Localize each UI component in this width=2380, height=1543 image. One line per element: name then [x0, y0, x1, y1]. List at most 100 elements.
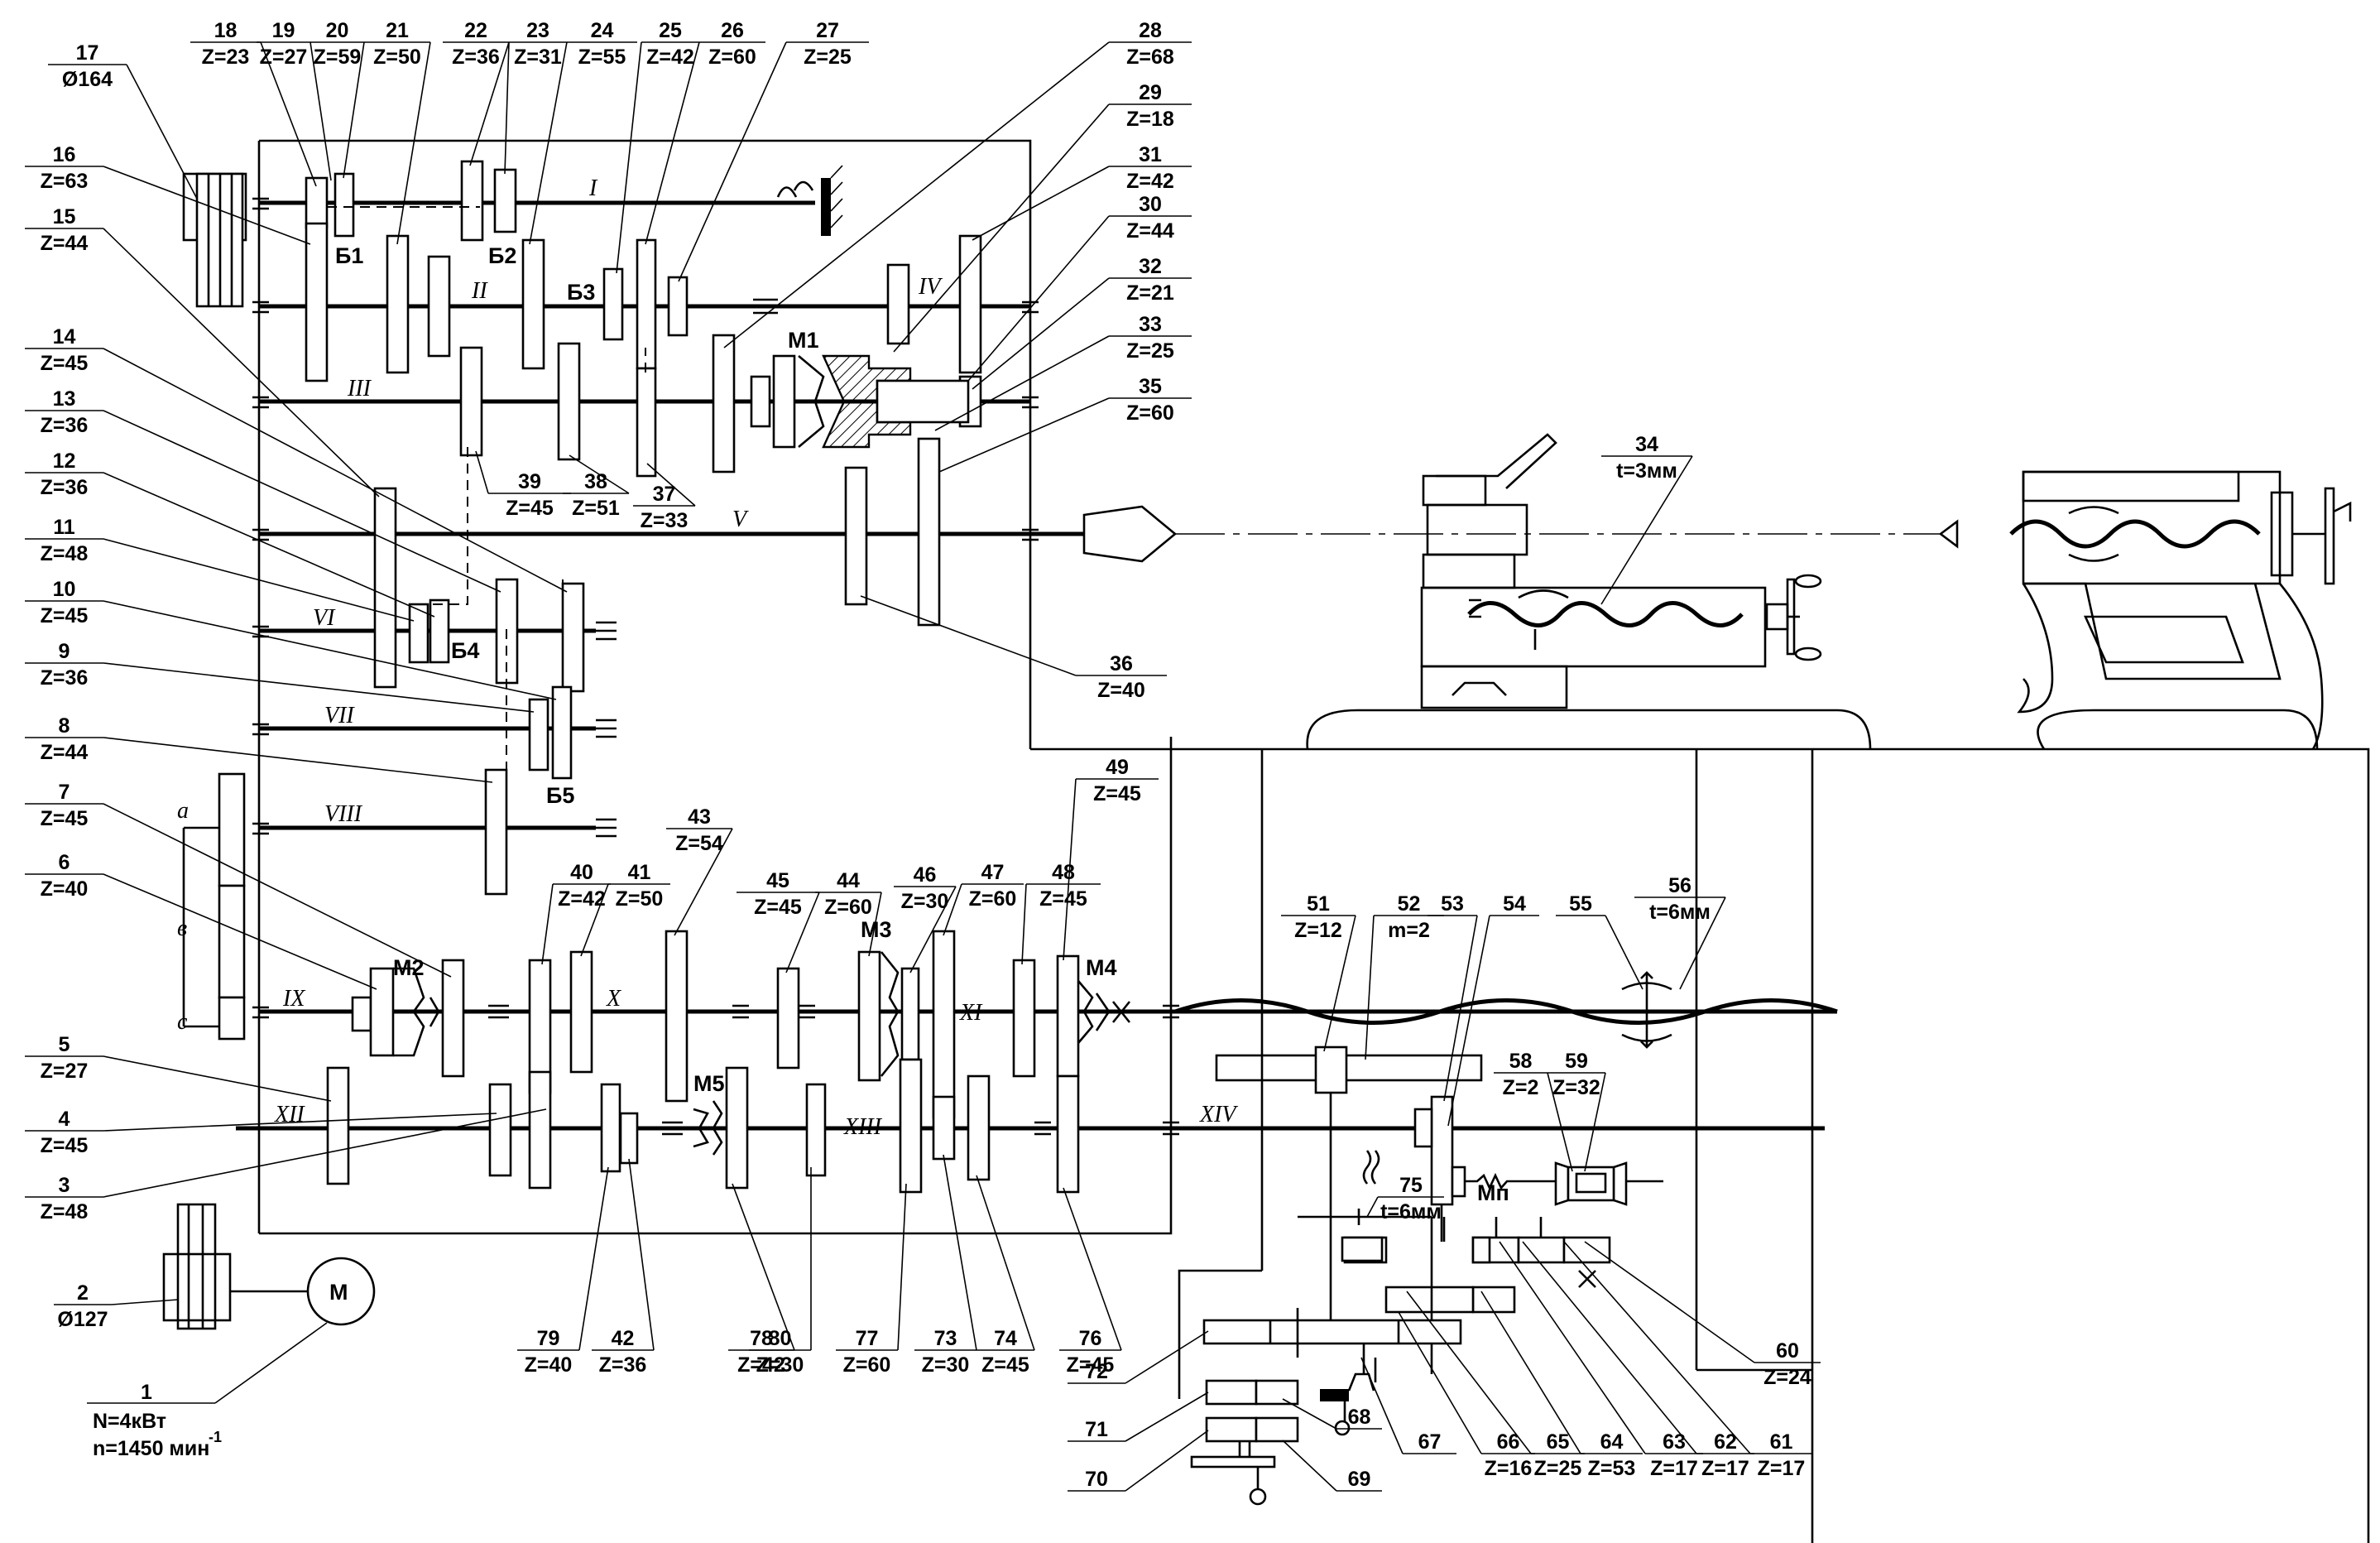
block-labels: Б1 Б2 Б3 Б4 Б5: [335, 243, 595, 808]
callout-value: Z=68: [1126, 46, 1174, 69]
gear-9: [528, 698, 549, 772]
shaft-label-v: V: [732, 507, 749, 532]
gear-4: [488, 1083, 512, 1177]
callout-number: 3: [59, 1174, 70, 1197]
callout-value: Z=42: [558, 887, 606, 911]
gear-76: [1056, 1074, 1080, 1194]
callout-number: 41: [628, 861, 651, 884]
callout-number: 52: [1398, 892, 1421, 916]
callout-number: 49: [1106, 756, 1129, 779]
callout-number: 59: [1565, 1050, 1588, 1073]
callout-80: 80Z=30: [749, 1167, 812, 1377]
callout-35: 35Z=60: [938, 375, 1192, 473]
pulley-2: [162, 1252, 232, 1322]
callout-value: Z=36: [452, 46, 500, 69]
motor-symbol: М: [329, 1280, 348, 1305]
callout-number: 62: [1714, 1430, 1737, 1454]
callout-59: 59Z=32: [1547, 1050, 1606, 1172]
shaft-label-xiv: XIV: [1199, 1102, 1238, 1127]
callout-70: 70: [1068, 1430, 1209, 1492]
callout-value: Z=42: [737, 1353, 785, 1377]
callout-value: Z=25: [1534, 1457, 1582, 1480]
gear-m4: [1056, 954, 1080, 1078]
callout-number: 8: [59, 714, 70, 738]
callout-value: Z=30: [756, 1353, 804, 1377]
callout-14: 14Z=45: [25, 325, 568, 593]
callout-20: 20Z=59: [310, 19, 365, 179]
motor-label: 1 N=4кВт n=1450 мин -1: [87, 1322, 328, 1460]
callout-value: Z=60: [969, 887, 1017, 911]
gear-3: [528, 1070, 552, 1190]
callout-value: Z=24: [1763, 1366, 1811, 1389]
gear-77: [899, 1058, 923, 1194]
gear-b3a: [602, 267, 624, 341]
callout-number: 6: [59, 851, 70, 874]
callout-number: 46: [914, 863, 937, 887]
callout-61: 61Z=17: [1563, 1241, 1812, 1480]
callout-number: 53: [1441, 892, 1464, 916]
callout-number: 26: [721, 19, 744, 42]
guitar-labels: a в с: [177, 798, 189, 1035]
callout-73: 73Z=30: [914, 1154, 977, 1377]
callout-value: Z=63: [41, 170, 89, 193]
gear-78: [725, 1066, 749, 1190]
callout-number: 25: [659, 19, 682, 42]
callout-value: Z=27: [260, 46, 308, 69]
callout-number: 67: [1418, 1430, 1442, 1454]
callout-number: 45: [766, 869, 789, 892]
callout-18: 18Z=23: [190, 19, 317, 187]
callout-number: 17: [76, 41, 99, 65]
motor-power: N=4кВт: [93, 1410, 166, 1433]
motor-speed: n=1450 мин: [93, 1437, 209, 1460]
callout-3: 3Z=48: [25, 1108, 547, 1223]
gear-8: [484, 768, 508, 896]
callout-value: Z=44: [41, 741, 89, 764]
gear-37: [636, 367, 657, 478]
callout-72: 72: [1068, 1330, 1209, 1384]
callout-value: Z=50: [373, 46, 421, 69]
callout-8: 8Z=44: [25, 714, 493, 783]
gear-71: [1205, 1379, 1258, 1406]
gear-46: [900, 967, 920, 1061]
callout-number: 55: [1569, 892, 1592, 916]
callout-11: 11Z=48: [25, 516, 415, 622]
callout-value: Z=48: [41, 1200, 89, 1223]
callout-74: 74Z=45: [976, 1175, 1035, 1377]
callout-32: 32Z=21: [972, 255, 1192, 390]
callout-56: 56t=6мм: [1634, 874, 1726, 990]
callout-68: 68: [1282, 1398, 1382, 1430]
guitar-label-c: с: [177, 1009, 188, 1035]
callout-67: 67: [1360, 1357, 1456, 1454]
callout-value: Z=42: [646, 46, 694, 69]
block-label-b5: Б5: [546, 783, 574, 808]
callout-45: 45Z=45: [737, 869, 820, 973]
callout-9: 9Z=36: [25, 640, 535, 713]
callout-value: Z=44: [41, 232, 89, 255]
callout-42: 42Z=36: [592, 1158, 655, 1377]
callout-value: Z=40: [525, 1353, 573, 1377]
shaft-label-ix: IX: [282, 986, 305, 1012]
callout-number: 20: [326, 19, 349, 42]
callout-number: 27: [816, 19, 839, 42]
callout-value: t=6мм: [1380, 1200, 1442, 1223]
callout-75: 75t=6мм: [1366, 1174, 1444, 1223]
callout-value: Z=31: [514, 46, 562, 69]
callout-number: 58: [1509, 1050, 1533, 1073]
callout-number: 31: [1139, 143, 1162, 166]
shaft-label-vii: VII: [324, 703, 355, 728]
gear-23: [493, 168, 517, 233]
gear-42: [619, 1112, 639, 1165]
gear-44: [857, 950, 881, 1082]
callout-value: Z=17: [1650, 1457, 1698, 1480]
callout-number: 66: [1497, 1430, 1520, 1454]
callout-value: Z=17: [1758, 1457, 1806, 1480]
guitar-label-a: a: [177, 798, 189, 824]
callout-value: Z=50: [616, 887, 664, 911]
callout-51: 51Z=12: [1281, 892, 1356, 1052]
callout-number: 19: [272, 19, 295, 42]
callout-71: 71: [1068, 1392, 1209, 1442]
callout-25: 25Z=42: [616, 19, 699, 274]
block-label-b3: Б3: [567, 280, 595, 305]
callout-number: 48: [1052, 861, 1075, 884]
